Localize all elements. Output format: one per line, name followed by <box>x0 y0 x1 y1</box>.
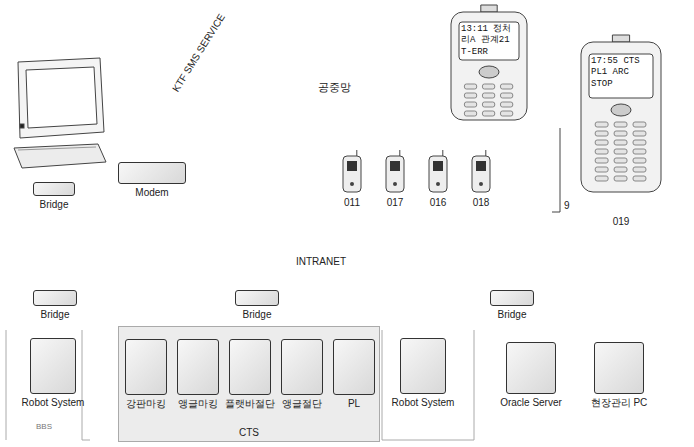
robot-system: Robot System <box>390 338 457 409</box>
device-label: Robot System <box>20 397 87 409</box>
screen-text: 13:11 정처리A 관계21 T-ERR <box>461 24 517 58</box>
phone-screen: 13:11 정처리A 관계21 T-ERR <box>448 4 530 122</box>
device-shape <box>235 290 279 306</box>
system-label: BBS <box>36 422 52 431</box>
device-label: 플랫바절단 <box>223 398 277 410</box>
device-label: 현장관리 PC <box>589 397 650 409</box>
service-label: KTF SMS SERVICE <box>170 12 227 94</box>
phone-number: 019 <box>578 216 664 228</box>
device-shape <box>33 290 77 306</box>
device-label: Bridge <box>33 309 77 321</box>
terminal-box: 앵글마킹 <box>176 339 220 410</box>
device-shape <box>30 338 76 394</box>
device-shape <box>281 339 323 395</box>
modem-box: Modem <box>118 162 186 199</box>
device-label: Robot System <box>390 397 457 409</box>
device-shape <box>33 182 75 196</box>
device-shape <box>125 339 167 395</box>
phone-icon <box>383 150 407 194</box>
device-label: 앵글절단 <box>280 398 324 410</box>
bridge-box: Bridge <box>490 290 534 321</box>
device-shape <box>118 162 186 184</box>
cts-group: CTS 강판마킹 앵글마킹플랫바절단앵글절단 PL <box>118 326 380 442</box>
device-shape <box>333 339 375 395</box>
device-shape <box>594 342 644 394</box>
robot-system: Robot System <box>20 338 87 409</box>
group-label: CTS <box>119 427 379 439</box>
device-label: Bridge <box>490 309 534 321</box>
carrier-phone: 011 <box>340 150 364 209</box>
bridge-box: Bridge <box>235 290 279 321</box>
device-label: Bridge <box>33 199 75 211</box>
device-shape <box>229 339 271 395</box>
bridge-box: Bridge <box>33 182 75 211</box>
phone-outline <box>448 4 530 122</box>
device-shape <box>490 290 534 306</box>
screen-text: 17:55 CTS PL1 ARC STOP <box>591 56 651 90</box>
bridge-box: Bridge <box>33 290 77 321</box>
device-label: Modem <box>118 187 186 199</box>
callout-number: 9 <box>564 200 570 211</box>
device-label: 018 <box>469 197 493 209</box>
device-label: PL <box>333 398 375 410</box>
device-label: 앵글마킹 <box>176 398 220 410</box>
terminal-box: 플랫바절단 <box>223 339 277 410</box>
device-shape <box>400 338 446 394</box>
carrier-phone: 018 <box>469 150 493 209</box>
device-shape <box>506 342 556 394</box>
carrier-phone: 017 <box>383 150 407 209</box>
phone-icon <box>469 150 493 194</box>
phone-screen: 17:55 CTS PL1 ARC STOP 019 <box>578 34 664 228</box>
terminal-box: 앵글절단 <box>280 339 324 410</box>
device-label: 017 <box>383 197 407 209</box>
device-label: Oracle Server <box>498 397 564 409</box>
device-shape <box>177 339 219 395</box>
site-pc: 현장관리 PC <box>589 342 650 409</box>
network-label: 공중망 <box>318 80 351 95</box>
device-label: 011 <box>340 197 364 209</box>
terminal-box: PL <box>333 339 375 410</box>
oracle-server: Oracle Server <box>498 342 564 409</box>
phone-icon <box>426 150 450 194</box>
terminal-box: 강판마킹 <box>124 339 168 410</box>
phone-icon <box>340 150 364 194</box>
network-label: INTRANET <box>296 256 346 267</box>
device-label: 016 <box>426 197 450 209</box>
device-label: Bridge <box>235 309 279 321</box>
device-label: 강판마킹 <box>124 398 168 410</box>
carrier-phone: 016 <box>426 150 450 209</box>
